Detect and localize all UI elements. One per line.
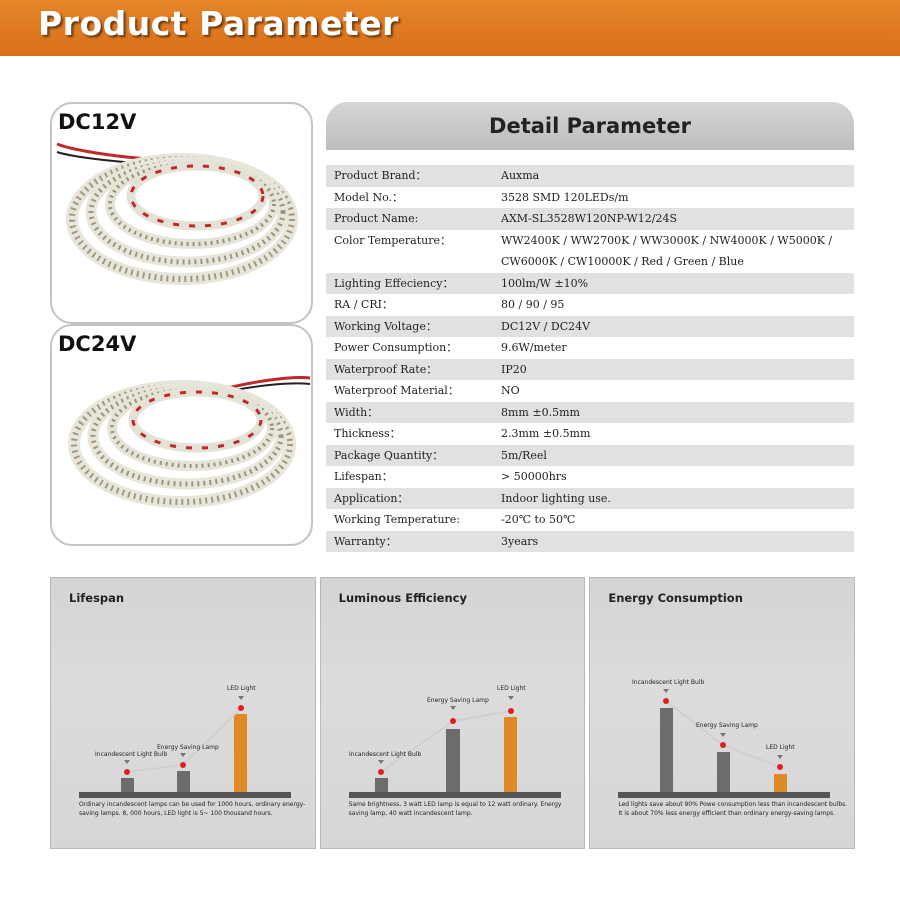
parameter-value: 3years [501,534,539,548]
led-light-label: LED Light [497,685,526,692]
parameter-row: Working Voltage： DC12V / DC24V [326,315,854,337]
parameter-row: Lifespan： > 50000hrs [326,466,854,488]
parameter-row: Package Quantity： 5m/Reel [326,444,854,466]
luminous-efficiency-bar-illustration: Incandescent Light Bulb Energy Saving La… [348,685,561,798]
parameter-row: Thickness： 2.3mm ±0.5mm [326,423,854,445]
parameter-value: WW2400K / WW2700K / WW3000K / NW4000K / … [501,233,833,269]
parameter-value: DC12V / DC24V [501,319,591,333]
incandescent-label: Incandescent Light Bulb [632,679,704,686]
energy-saving-label: Energy Saving Lamp [427,697,489,704]
energy-consumption-panel: Energy Consumption Incandescent Light Bu… [589,577,856,849]
parameter-row: Color Temperature： WW2400K / WW2700K / WW… [326,230,854,273]
panel-note: Ordinary incandescent lamps can be used … [79,801,306,817]
dc24v-product-card: DC24V [50,324,313,546]
energy-consumption-bar-illustration: Incandescent Light Bulb Energy Saving La… [618,679,831,798]
parameter-key: Package Quantity： [334,448,444,462]
parameter-key: Width： [334,405,379,419]
panel-title: Energy Consumption [608,591,743,605]
led-light-label: LED Light [766,744,795,751]
dc12v-product-card: DC12V [50,102,313,324]
detail-parameter-title: Detail Parameter [489,114,691,138]
parameter-key: Power Consumption： [334,341,458,354]
led-light-label: LED Light [227,685,256,692]
parameter-key: Lifespan： [334,470,393,483]
parameter-key: Model No.： [334,190,404,204]
parameter-value: -20℃ to 50℃ [501,513,576,526]
parameter-key: Working Voltage： [334,319,437,333]
parameter-value: 100lm/W ±10% [501,276,589,290]
parameter-row: Product Name: AXM-SL3528W120NP-W12/24S [326,208,854,230]
parameter-value: Auxma [501,169,540,182]
parameter-value: AXM-SL3528W120NP-W12/24S [501,212,677,225]
parameter-key: Warranty： [334,534,397,548]
parameter-value: 9.6W/meter [501,341,567,354]
parameter-value: 3528 SMD 120LEDs/m [501,190,629,204]
parameter-value: 2.3mm ±0.5mm [501,427,591,440]
panel-title: Lifespan [69,591,125,605]
led-strip-reel-image [56,142,298,285]
energy-saving-label: Energy Saving Lamp [157,744,219,751]
parameter-row: RA / CRI： 80 / 90 / 95 [326,294,854,316]
parameter-key: Lighting Effeciency： [334,276,454,290]
parameter-row: Warranty： 3years [326,530,854,552]
parameter-row: Working Temperature: -20℃ to 50℃ [326,509,854,531]
parameter-value: 8mm ±0.5mm [501,405,580,419]
parameter-key: Product Brand： [334,169,427,182]
incandescent-label: Incandescent Light Bulb [349,751,421,758]
comparison-panels: Lifespan Incandescent Light Bulb Energy … [50,577,856,849]
parameter-row: Model No.： 3528 SMD 120LEDs/m [326,187,854,209]
parameter-row: Application： Indoor lighting use. [326,487,854,509]
energy-saving-label: Energy Saving Lamp [696,722,758,729]
parameter-key: Thickness： [334,427,401,440]
parameter-value: IP20 [501,362,527,376]
parameter-value: NO [501,384,520,397]
detail-parameter-header: Detail Parameter [326,102,854,150]
luminous-efficiency-panel: Luminous Efficiency Incandescent Light B… [319,577,586,849]
parameter-key: Waterproof Material： [334,384,459,397]
parameter-row: Lighting Effeciency： 100lm/W ±10% [326,272,854,294]
dc12v-label: DC12V [58,110,137,134]
parameter-row: Waterproof Material： NO [326,380,854,402]
parameter-key: Color Temperature： [334,233,451,247]
parameter-value: Indoor lighting use. [501,491,611,505]
page-title: Product Parameter [38,4,399,43]
panel-title: Luminous Efficiency [338,591,467,605]
led-strip-reel-image [68,376,311,508]
lifespan-panel: Lifespan Incandescent Light Bulb Energy … [50,577,316,849]
parameter-key: Working Temperature: [334,513,461,526]
parameter-row: Power Consumption： 9.6W/meter [326,337,854,359]
lifespan-bar-illustration: Incandescent Light Bulb Energy Saving La… [79,685,291,798]
parameter-key: RA / CRI： [334,298,393,311]
incandescent-label: Incandescent Light Bulb [95,751,167,758]
parameter-value: > 50000hrs [501,470,567,483]
header-banner: Product Parameter [0,0,900,56]
parameter-key: Application： [334,491,409,505]
parameter-row: Product Brand： Auxma [326,165,854,187]
parameter-key: Product Name: [334,212,419,225]
parameter-value: 80 / 90 / 95 [501,298,565,311]
parameter-key: Waterproof Rate： [334,362,438,376]
panel-note: Same brightness, 3 watt LED lamp is equa… [348,801,562,817]
dc24v-label: DC24V [58,332,137,356]
parameter-row: Waterproof Rate： IP20 [326,358,854,380]
panel-note: Led lights save about 90% Powe consumpti… [618,801,848,817]
parameter-row: Width： 8mm ±0.5mm [326,401,854,423]
parameter-value: 5m/Reel [501,448,547,462]
